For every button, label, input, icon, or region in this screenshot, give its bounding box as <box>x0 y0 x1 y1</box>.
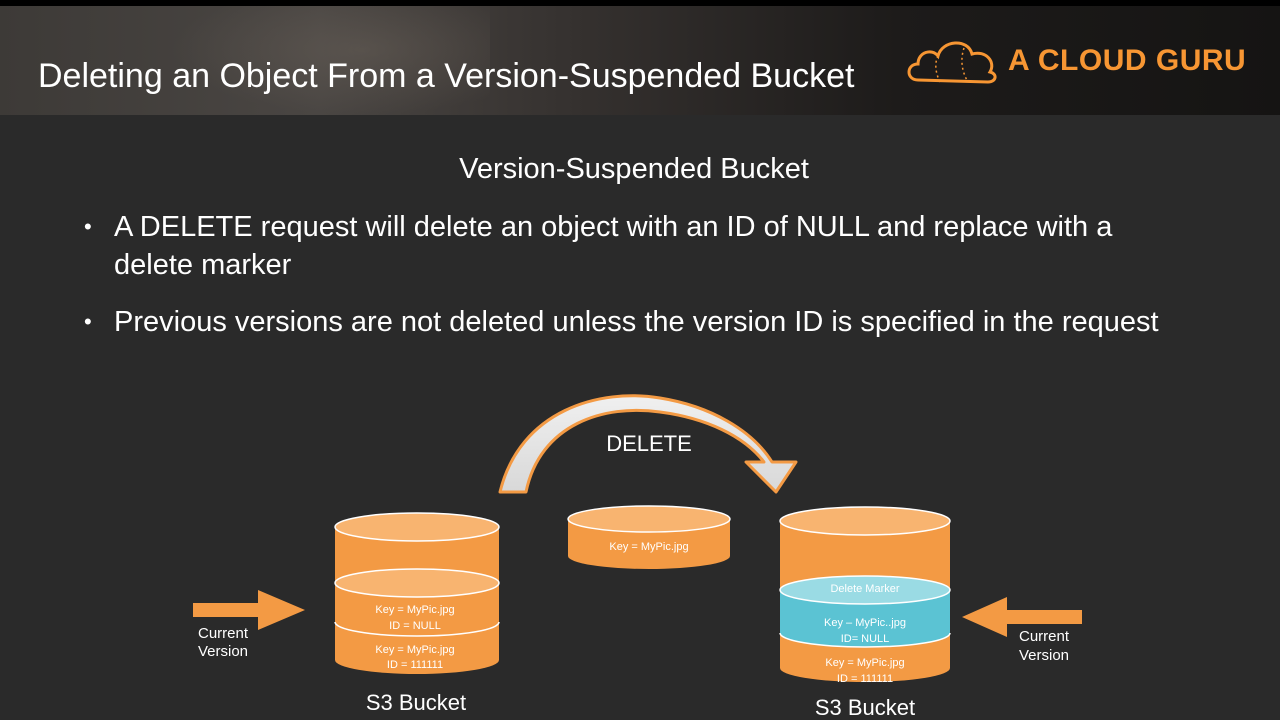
bullet-text: A DELETE request will delete an object w… <box>114 211 1113 281</box>
header-top-bar <box>0 0 1280 6</box>
bullet-dot-icon: • <box>84 214 92 239</box>
left-layer-bottom-key: Key = MyPic.jpg <box>375 644 454 656</box>
right-marker-id: ID= NULL <box>841 633 890 645</box>
header-background-photo <box>170 6 490 115</box>
slide-header: Deleting an Object From a Version-Suspen… <box>0 0 1280 115</box>
slide-title: Deleting an Object From a Version-Suspen… <box>38 57 855 95</box>
left-layer-top-id: ID = NULL <box>389 620 441 632</box>
left-s3-bucket: Key = MyPic.jpg ID = NULL Key = MyPic.jp… <box>334 512 500 674</box>
bullet-item: • Previous versions are not deleted unle… <box>84 303 1194 341</box>
left-bucket-name: S3 Bucket <box>366 690 466 715</box>
delete-marker-label: Delete Marker <box>830 583 899 595</box>
right-current-label-line1: Current <box>1019 628 1070 645</box>
delete-label: DELETE <box>606 431 692 456</box>
moving-object-label: Key = MyPic.jpg <box>609 541 688 553</box>
bullet-item: • A DELETE request will delete an object… <box>84 208 1194 284</box>
left-current-label-line1: Current <box>198 625 249 642</box>
bullet-dot-icon: • <box>84 309 92 334</box>
right-marker-key: Key – MyPic..jpg <box>824 617 906 629</box>
left-layer-bottom-id: ID = 111111 <box>387 659 443 671</box>
right-current-arrow-icon <box>962 597 1082 637</box>
section-subtitle: Version-Suspended Bucket <box>459 153 809 185</box>
right-current-label-line2: Version <box>1019 647 1069 664</box>
right-layer-bottom-key: Key = MyPic.jpg <box>825 657 904 669</box>
right-bucket-name: S3 Bucket <box>815 695 915 720</box>
moving-object: Key = MyPic.jpg <box>567 505 731 569</box>
left-current-label-line2: Version <box>198 643 248 660</box>
right-layer-bottom-id: ID = 111111 <box>837 673 893 685</box>
cloud-icon <box>907 41 997 84</box>
right-s3-bucket: Delete Marker Key – MyPic..jpg ID= NULL … <box>779 506 951 685</box>
delete-curved-arrow-icon <box>498 394 798 494</box>
left-current-arrow-icon <box>193 590 305 630</box>
bullet-list: • A DELETE request will delete an object… <box>84 208 1194 360</box>
left-layer-top-key: Key = MyPic.jpg <box>375 604 454 616</box>
logo-text: A CLOUD GURU <box>1008 44 1247 77</box>
bullet-text: Previous versions are not deleted unless… <box>114 306 1159 338</box>
brand-logo: A CLOUD GURU <box>904 34 1247 90</box>
